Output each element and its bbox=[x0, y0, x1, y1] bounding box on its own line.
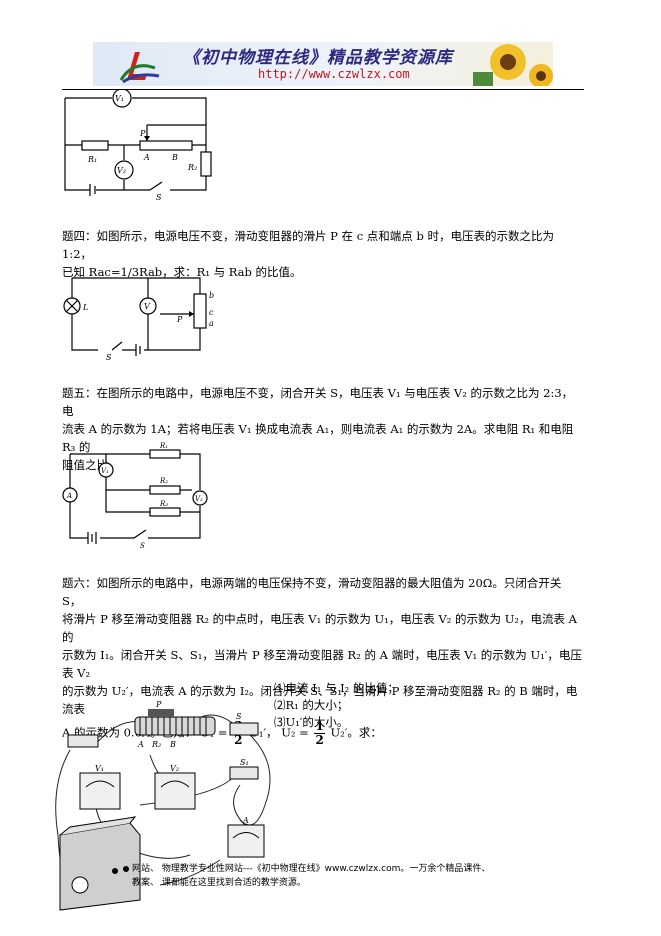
q5-label-r2: R₂ bbox=[159, 477, 168, 485]
q6-eq2-fraction: 1 2 bbox=[314, 719, 325, 747]
banner-title: 《初中物理在线》精品教学资源库 bbox=[183, 48, 453, 68]
q5-label-a: A bbox=[66, 492, 72, 500]
q4-label-v: V bbox=[144, 302, 151, 311]
q6-apparatus-drawing: P A R₂ B S S₁ V₁ V₂ A bbox=[55, 700, 271, 911]
q6-line: 题六：如图所示的电路中，电源两端的电压保持不变，滑动变阻器的最大阻值为 20Ω。… bbox=[62, 576, 562, 608]
q6-question-3: ⑶U₁′的大小。 bbox=[274, 715, 349, 729]
footer-note: 网站、 物理教学专业性网站---《初中物理在线》www.czwlzx.com。一… bbox=[132, 862, 602, 890]
q6-label-v1: V₁ bbox=[95, 764, 104, 773]
q6-question-2: ⑵R₁ 的大小； bbox=[274, 698, 349, 712]
q5-label-s: S bbox=[140, 542, 145, 550]
q5-line: 流表 A 的示数为 1A；若将电压表 V₁ 换成电流表 A₁，则电流表 A₁ 的… bbox=[62, 422, 574, 454]
q6-line: 将滑片 P 移至滑动变阻器 R₂ 的中点时，电压表 V₁ 的示数为 U₁，电压表… bbox=[62, 612, 577, 644]
q6-eq2-rhs: U₂′。求： bbox=[330, 725, 382, 740]
q3-circuit-diagram: V₁ P A B R₁ V₂ R₂ S bbox=[64, 90, 212, 200]
footer-line: 教案、 课都能在这里找到合适的教学资源。 bbox=[132, 878, 306, 888]
q6-line: 示数为 I₁。闭合开关 S、S₁，当滑片 P 移至滑动变阻器 R₂ 的 A 端时… bbox=[62, 648, 582, 680]
q6-label-v2: V₂ bbox=[170, 764, 179, 773]
header-banner: 《初中物理在线》精品教学资源库 http://www.czwlzx.com bbox=[93, 42, 553, 86]
q5-circuit-diagram: R₁ V₁ R₂ A V₂ R₃ S bbox=[62, 442, 208, 550]
q4-label-l: L bbox=[82, 303, 88, 312]
q6-label-r2: R₂ bbox=[151, 740, 161, 749]
q3-label-b: B bbox=[171, 153, 178, 162]
q4-label-c: c bbox=[209, 308, 214, 317]
q6-questions: ⑴电流 I₁ 与 I₂ 的比值； ⑵R₁ 的大小； ⑶U₁′的大小。 bbox=[274, 680, 399, 731]
q5-label-r1: R₁ bbox=[159, 442, 168, 450]
q4-label-b: b bbox=[209, 291, 214, 300]
q3-label-r2: R₂ bbox=[187, 163, 197, 172]
q3-label-r1: R₁ bbox=[87, 155, 97, 164]
q6-question-1: ⑴电流 I₁ 与 I₂ 的比值； bbox=[274, 681, 399, 695]
q4-line: 已知 Rac=1/3Rab，求：R₁ 与 Rab 的比值。 bbox=[62, 265, 302, 279]
q5-label-r3: R₃ bbox=[159, 500, 168, 508]
sunflower-image bbox=[473, 44, 553, 86]
q6-label-a-end: A bbox=[137, 740, 144, 749]
q6-label-b-end: B bbox=[169, 740, 176, 749]
q3-label-v1: V₁ bbox=[115, 94, 124, 103]
q3-label-v2: V₂ bbox=[117, 166, 126, 175]
q4-text: 题四：如图所示，电源电压不变，滑动变阻器的滑片 P 在 c 点和端点 b 时，电… bbox=[62, 227, 584, 281]
q4-label-a: a bbox=[209, 319, 214, 328]
q4-label-p: P bbox=[176, 315, 183, 324]
q6-line: 的示数为 U₂′，电流表 A 的示数为 I₂。闭合开关 S、S₁，当滑片 P 移… bbox=[62, 684, 578, 716]
q3-label-s: S bbox=[156, 193, 162, 200]
q6-eq2-den: 2 bbox=[315, 733, 324, 747]
q4-label-s: S bbox=[106, 353, 112, 360]
q5-line: 题五：在图所示的电路中，电源电压不变，闭合开关 S，电压表 V₁ 与电压表 V₂… bbox=[62, 386, 574, 418]
q3-label-a: A bbox=[143, 153, 150, 162]
q6-eq1-den: 2 bbox=[234, 733, 243, 747]
q6-label-p: P bbox=[155, 700, 162, 709]
footer-line: 网站、 物理教学专业性网站---《初中物理在线》www.czwlzx.com。一… bbox=[132, 864, 491, 874]
q6-label-ammeter: A bbox=[242, 816, 249, 825]
q4-line: 题四：如图所示，电源电压不变，滑动变阻器的滑片 P 在 c 点和端点 b 时，电… bbox=[62, 229, 554, 261]
q4-circuit-diagram: L V P b c a S bbox=[63, 277, 214, 360]
q6-eq2-lhs: U₂ = bbox=[281, 725, 309, 740]
q5-label-v2: V₂ bbox=[195, 495, 203, 503]
q5-text: 题五：在图所示的电路中，电源电压不变，闭合开关 S，电压表 V₁ 与电压表 V₂… bbox=[62, 384, 584, 474]
q5-label-v1: V₁ bbox=[101, 467, 109, 475]
q6-label-s1: S₁ bbox=[240, 758, 249, 767]
q3-label-p: P bbox=[139, 129, 146, 138]
banner-url: http://www.czwlzx.com bbox=[258, 67, 410, 81]
banner-logo bbox=[119, 52, 160, 84]
header-rule bbox=[62, 89, 584, 90]
q6-text: 题六：如图所示的电路中，电源两端的电压保持不变，滑动变阻器的最大阻值为 20Ω。… bbox=[62, 574, 584, 747]
q6-eq2-num: 1 bbox=[314, 719, 325, 734]
q6-label-s: S bbox=[236, 712, 242, 721]
